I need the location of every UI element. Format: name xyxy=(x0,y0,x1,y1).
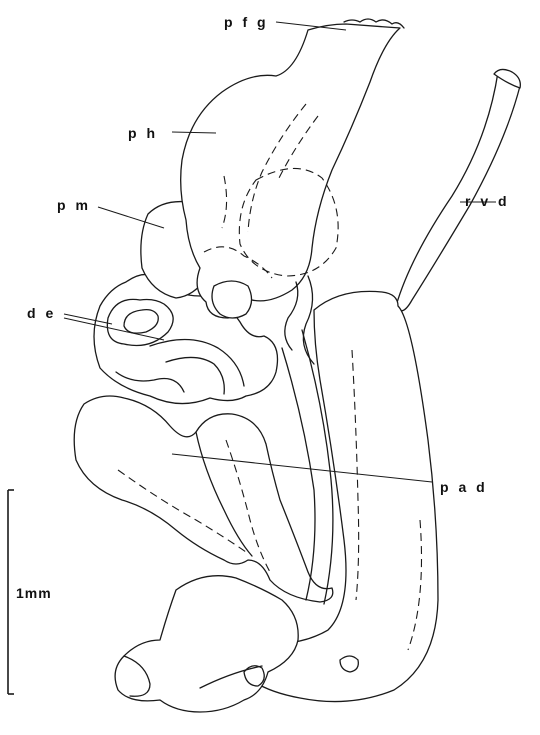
right-vas-deferens xyxy=(396,72,520,311)
penial-appendix xyxy=(74,396,333,602)
label-pad: p a d xyxy=(440,479,488,495)
hood-basal-bulb xyxy=(212,281,252,318)
penial-hood xyxy=(181,24,400,318)
scale-bar-label: 1mm xyxy=(16,585,52,601)
label-ph: p h xyxy=(128,125,158,141)
hood-connector-2 xyxy=(303,276,314,364)
basal-bulb xyxy=(115,576,298,712)
label-rvd: r v d xyxy=(465,193,510,209)
label-pfg: p f g xyxy=(224,14,269,30)
label-pm: p m xyxy=(57,197,91,213)
scale-bar xyxy=(8,490,14,694)
label-de: d e xyxy=(27,305,56,321)
